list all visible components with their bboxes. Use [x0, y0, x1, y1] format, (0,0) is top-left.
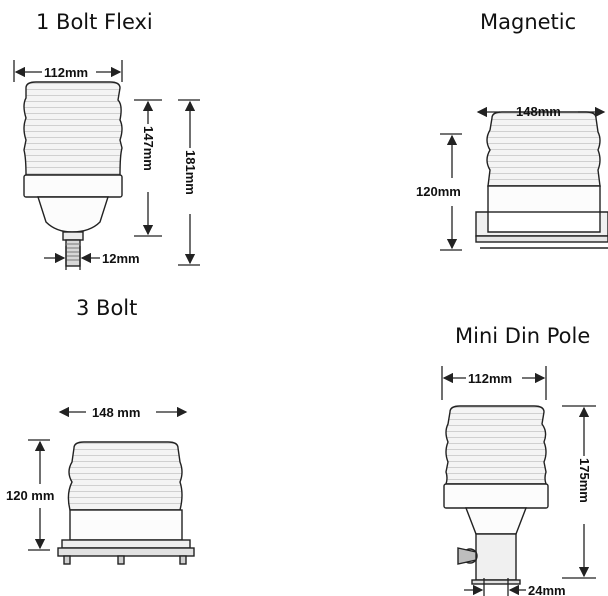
dim-1-bolt-width: 112mm — [44, 65, 88, 80]
title-magnetic: Magnetic — [480, 10, 577, 34]
beacon-1-bolt-flexi — [23, 81, 123, 267]
title-1-bolt-flexi: 1 Bolt Flexi — [36, 10, 153, 34]
dim-mini-din-height: 175mm — [577, 458, 592, 503]
dim-magnetic-height: 120mm — [416, 184, 461, 199]
dim-3-bolt-width: 148 mm — [92, 405, 140, 420]
dims-3-bolt — [28, 406, 188, 551]
dim-mini-din-pole: 24mm — [528, 583, 566, 596]
beacon-magnetic — [475, 111, 608, 249]
dim-1-bolt-total-height: 181mm — [183, 150, 198, 195]
dims-magnetic — [440, 106, 606, 251]
dims-1-bolt-flexi — [13, 60, 200, 270]
dim-mini-din-width: 112mm — [468, 371, 512, 386]
beacon-3-bolt — [57, 441, 195, 565]
dim-3-bolt-height: 120 mm — [6, 488, 54, 503]
dim-1-bolt-thread: 12mm — [102, 251, 140, 266]
beacon-mini-din-pole — [443, 405, 549, 585]
dim-magnetic-width: 148mm — [516, 104, 561, 119]
title-3-bolt: 3 Bolt — [76, 296, 138, 320]
title-mini-din-pole: Mini Din Pole — [455, 324, 591, 348]
dims-mini-din-pole — [441, 366, 596, 596]
dim-1-bolt-body-height: 147mm — [141, 126, 156, 171]
